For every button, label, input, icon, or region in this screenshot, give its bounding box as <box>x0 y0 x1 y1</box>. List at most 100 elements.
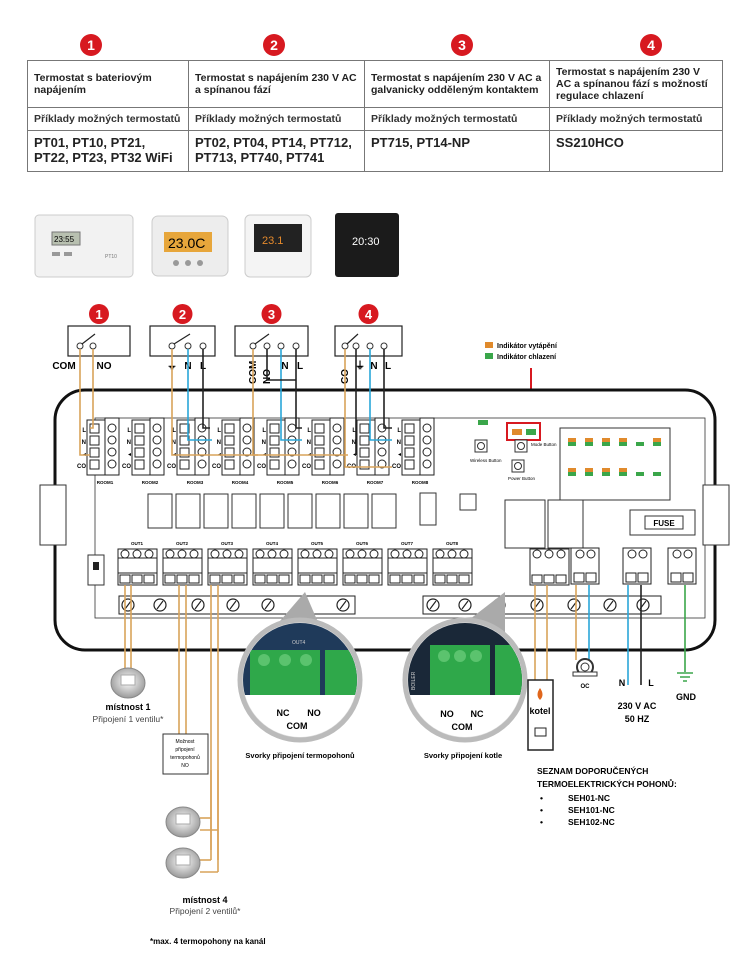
out-terminal-8[interactable]: OUT8 <box>432 541 473 586</box>
out-terminal-2[interactable]: OUT2 <box>162 541 203 586</box>
svg-text:L: L <box>297 361 303 372</box>
wire-t1-no <box>90 349 94 429</box>
wire <box>252 349 348 456</box>
svg-text:NC: NC <box>277 708 290 718</box>
svg-text:OUT4: OUT4 <box>266 541 278 546</box>
thermostat-type-table: Termostat s bateriovým napájením Termost… <box>27 60 723 172</box>
svg-text:Wireless Button: Wireless Button <box>470 458 502 463</box>
out-terminal-zoom: OUT4 NC NO COM Svorky připojení termopoh… <box>237 592 363 760</box>
actuator-model: SEH01-NC <box>568 793 610 803</box>
relay <box>231 493 257 529</box>
power-terminal[interactable] <box>622 547 652 585</box>
header-cell: Termostat s bateriovým napájením <box>27 60 189 108</box>
ground-symbol: GND <box>676 672 697 702</box>
wire <box>202 349 210 429</box>
room-led-panel <box>559 427 671 501</box>
svg-text:N: N <box>281 361 288 372</box>
svg-text:COM: COM <box>452 722 473 732</box>
list-bullet: • <box>540 805 543 815</box>
header-cell: Termostat s napájením 230 V AC a spínano… <box>549 60 723 108</box>
examples-label: Příklady možných termostatů <box>364 107 550 131</box>
svg-text:L: L <box>82 428 86 434</box>
svg-text:Svorky připojení termopohonů: Svorky připojení termopohonů <box>245 751 355 760</box>
ground-terminal[interactable] <box>667 547 697 585</box>
number-badge-3: 3 <box>451 34 473 56</box>
svg-text:Mode Button: Mode Button <box>531 442 557 447</box>
models-cell: PT715, PT14-NP <box>364 130 550 172</box>
wire <box>187 349 212 441</box>
out-terminal-4[interactable]: OUT4 <box>252 541 293 586</box>
out-terminal-6[interactable]: OUT6 <box>342 541 383 586</box>
svg-text:◂: ◂ <box>128 452 131 458</box>
svg-text:OUT5: OUT5 <box>311 541 323 546</box>
svg-text:NC: NC <box>471 709 484 719</box>
list-bullet: • <box>540 817 543 827</box>
list-bullet: • <box>540 793 543 803</box>
svg-text:Připojení 1 ventilu*: Připojení 1 ventilu* <box>93 714 165 724</box>
svg-text:L: L <box>127 428 131 434</box>
svg-text:NO: NO <box>307 708 321 718</box>
svg-text:BOILER: BOILER <box>411 671 417 690</box>
actuator-model: SEH101-NC <box>568 805 615 815</box>
models-cell: PT01, PT10, PT21, PT22, PT23, PT32 WiFi <box>27 130 189 172</box>
svg-text:FUSE: FUSE <box>653 519 675 528</box>
svg-text:ROOM1: ROOM1 <box>97 480 114 485</box>
room-4-label: místnost 4 Připojení 2 ventilů* <box>170 895 242 916</box>
svg-text:23.1: 23.1 <box>262 235 283 247</box>
svg-text:OUT7: OUT7 <box>401 541 413 546</box>
svg-text:NO: NO <box>97 361 112 372</box>
svg-text:ROOM7: ROOM7 <box>367 480 384 485</box>
svg-text:L: L <box>352 428 356 434</box>
svg-text:Indikátor vytápění: Indikátor vytápění <box>497 343 558 350</box>
svg-text:ROOM2: ROOM2 <box>142 480 159 485</box>
wire <box>266 349 296 381</box>
out-terminal-5[interactable]: OUT5 <box>297 541 338 586</box>
mode-button[interactable]: Mode Button <box>514 439 557 453</box>
svg-text:Připojení 2 ventilů*: Připojení 2 ventilů* <box>170 906 242 916</box>
power-button[interactable]: Power Button <box>508 459 536 481</box>
boiler-terminal[interactable] <box>529 548 570 586</box>
out-terminal-7[interactable]: OUT7 <box>387 541 428 586</box>
wire <box>369 349 392 441</box>
svg-text:kotel: kotel <box>529 706 550 716</box>
models-cell: SS210HCO <box>549 130 723 172</box>
svg-text:N: N <box>370 361 377 372</box>
svg-text:L: L <box>648 678 654 688</box>
svg-text:CO: CO <box>122 464 131 470</box>
relay <box>315 493 341 529</box>
svg-text:N: N <box>262 440 266 446</box>
svg-text:L: L <box>262 428 266 434</box>
pump-terminal[interactable] <box>570 547 600 585</box>
thermoelectric-actuator <box>165 847 201 879</box>
svg-text:místnost 4: místnost 4 <box>182 895 227 905</box>
svg-text:L: L <box>307 428 311 434</box>
relay <box>175 493 201 529</box>
examples-label: Příklady možných termostatů <box>549 107 723 131</box>
svg-text:23:55: 23:55 <box>54 235 75 244</box>
svg-text:L: L <box>397 428 401 434</box>
svg-text:OUT3: OUT3 <box>221 541 233 546</box>
number-badge-2: 2 <box>263 34 285 56</box>
wireless-button[interactable]: Wireless Button <box>470 420 502 463</box>
out-terminal-3[interactable]: OUT3 <box>207 541 248 586</box>
svg-text:⏚: ⏚ <box>355 360 365 372</box>
svg-text:N: N <box>172 440 176 446</box>
out-terminal-1[interactable]: OUT1 <box>117 541 158 586</box>
relay <box>287 493 313 529</box>
svg-text:NO: NO <box>440 709 454 719</box>
svg-text:N: N <box>397 440 401 446</box>
wire-t1-com <box>79 349 90 456</box>
svg-text:2: 2 <box>179 307 186 322</box>
svg-text:3: 3 <box>268 307 275 322</box>
svg-text:◂: ◂ <box>353 452 356 458</box>
